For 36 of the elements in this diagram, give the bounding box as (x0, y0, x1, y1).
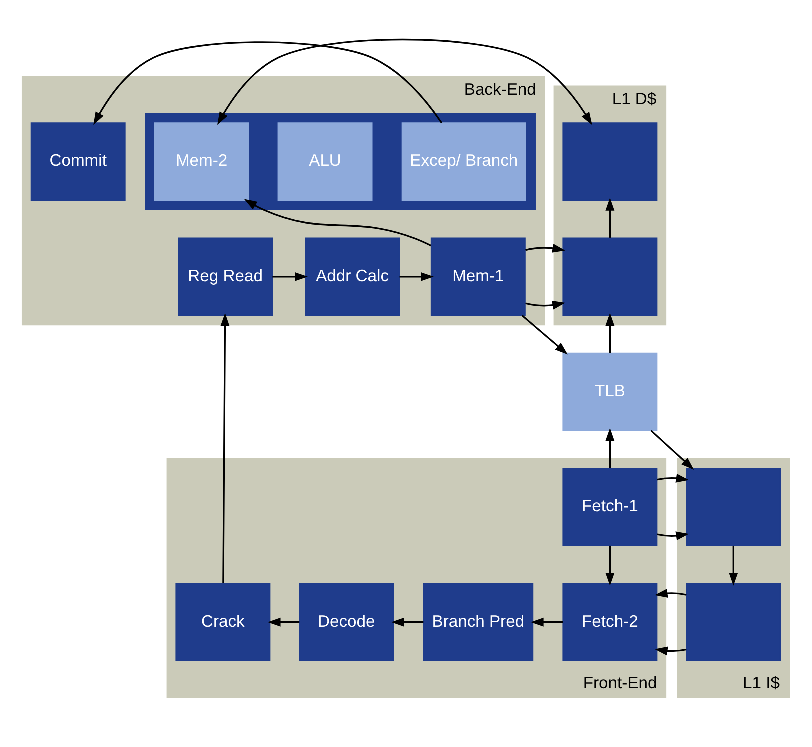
node-box: TLB (562, 352, 658, 432)
arrow (606, 198, 615, 238)
node-box: ALU (278, 122, 373, 201)
node-box (686, 468, 782, 546)
arrow (606, 428, 615, 468)
arrow (244, 199, 432, 247)
arrow (391, 618, 424, 627)
arrow (606, 546, 615, 586)
node-box: Mem-2 (154, 122, 250, 201)
arrow (268, 618, 300, 627)
arrow (218, 38, 592, 126)
arrow (530, 618, 564, 627)
arrow (94, 42, 442, 126)
node-box (562, 238, 658, 316)
arrow (220, 313, 230, 584)
arrow (606, 313, 615, 354)
arrow (522, 315, 568, 355)
node-box: Decode (299, 583, 394, 662)
arrow (657, 474, 690, 540)
arrow (729, 546, 738, 586)
node-box: Reg Read (178, 238, 274, 316)
arrow (400, 272, 434, 282)
node-box: Addr Calc (305, 238, 400, 316)
arrow (650, 430, 694, 470)
node-box: Fetch-1 (562, 468, 658, 546)
node-box: Excep/ Branch (402, 122, 526, 201)
node-box: Commit (30, 122, 126, 201)
node-box: Branch Pred (423, 583, 534, 662)
node-box (562, 122, 658, 201)
arrow (654, 589, 687, 656)
node-box: Fetch-2 (562, 583, 658, 662)
node-box (686, 583, 782, 662)
arrow (526, 244, 566, 310)
arrow (272, 272, 308, 282)
node-box: Mem-1 (430, 238, 526, 316)
node-box: Crack (176, 583, 271, 662)
